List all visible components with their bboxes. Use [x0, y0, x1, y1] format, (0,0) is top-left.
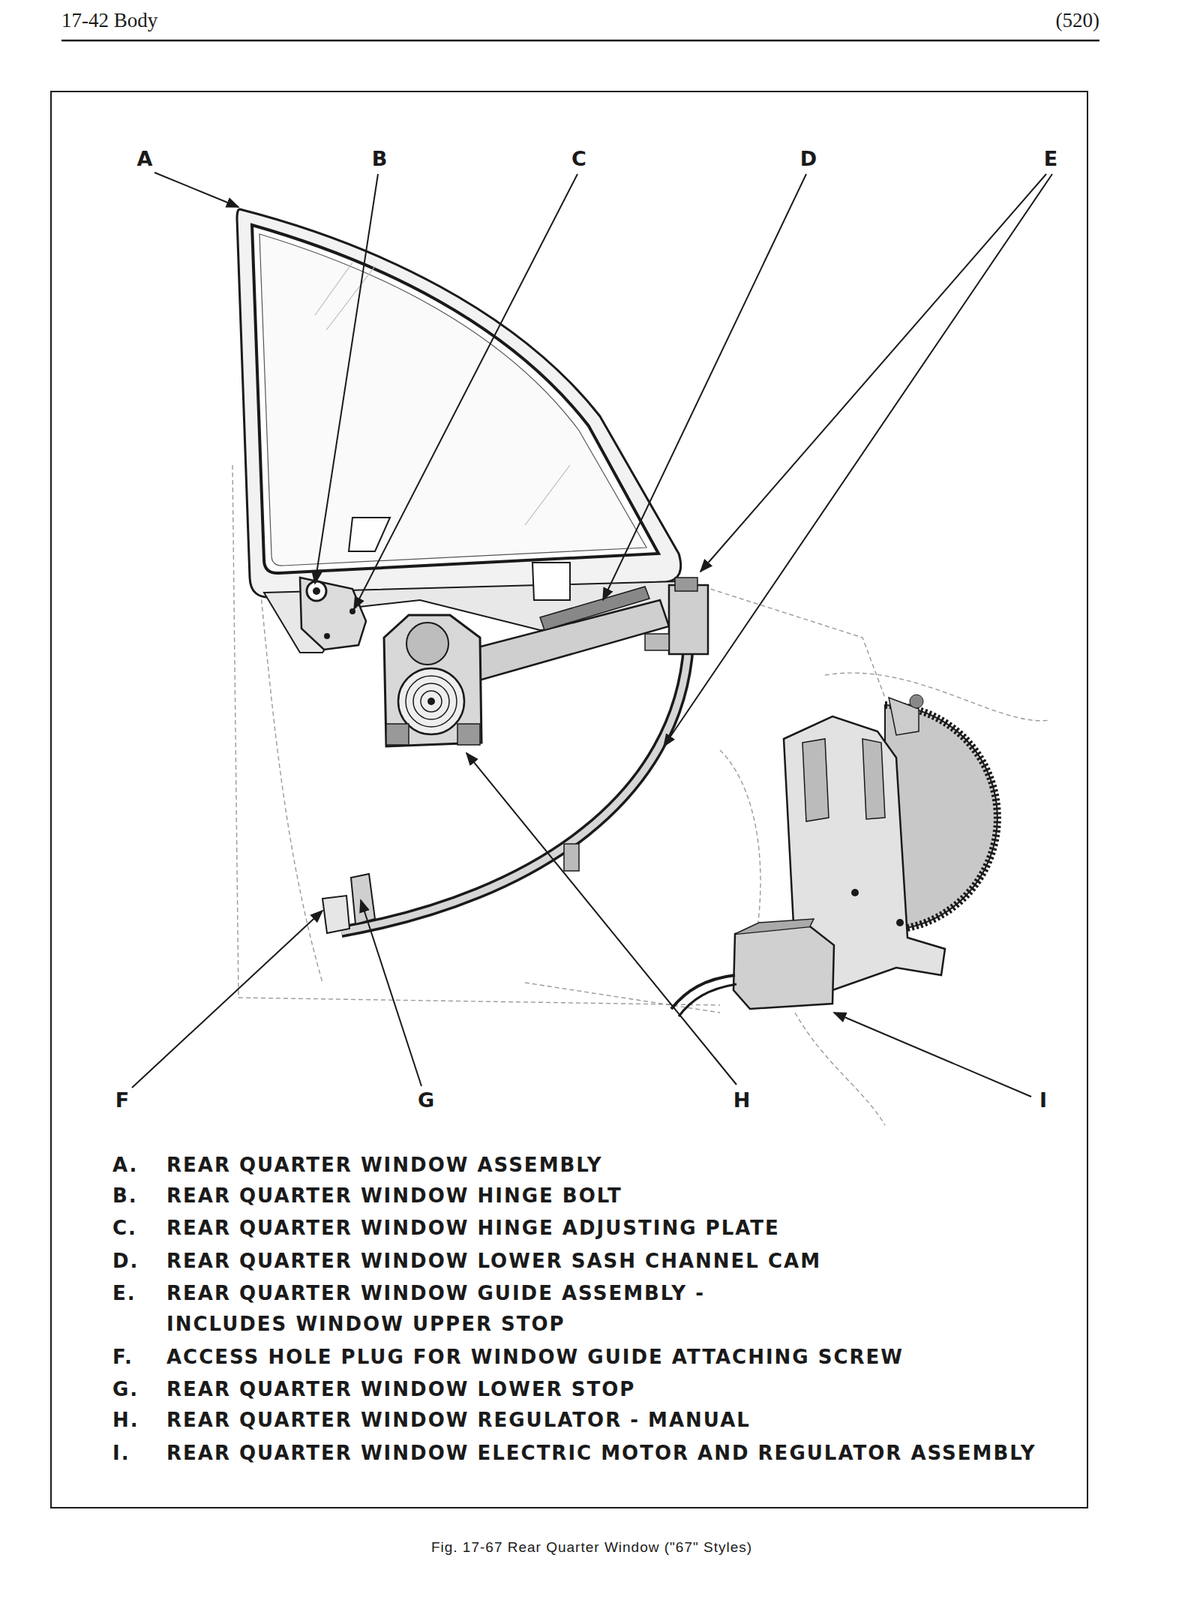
electric-regulator	[671, 694, 998, 1017]
key-letter: I.	[112, 1437, 131, 1469]
window-assembly	[237, 209, 681, 653]
callout-letter: B	[372, 147, 388, 171]
callout-letter: A	[137, 147, 153, 171]
key-letter: F.	[112, 1341, 134, 1373]
key-text: REAR QUARTER WINDOW ASSEMBLY	[166, 1149, 603, 1181]
callout-letter: H	[733, 1088, 751, 1112]
key-text: REAR QUARTER WINDOW HINGE BOLT	[166, 1180, 623, 1212]
callout-letter: E	[1044, 147, 1058, 171]
figure-frame	[51, 91, 1088, 1508]
figure-caption: Fig. 17-67 Rear Quarter Window ("67" Sty…	[431, 1539, 753, 1556]
key-text: REAR QUARTER WINDOW REGULATOR - MANUAL	[166, 1404, 751, 1436]
callout-letter: G	[417, 1088, 435, 1112]
window-guide	[322, 577, 708, 933]
key-text: REAR QUARTER WINDOW HINGE ADJUSTING PLAT…	[166, 1212, 780, 1244]
page-header: 17-42 Body	[61, 9, 158, 33]
key-letter: C.	[112, 1212, 138, 1244]
key-letter: D.	[112, 1245, 139, 1277]
leader-lines	[132, 172, 1053, 1097]
callout-letter: D	[800, 147, 817, 171]
header-rule	[61, 39, 1100, 42]
manual-regulator	[384, 586, 669, 747]
key-letter: H.	[112, 1404, 140, 1436]
key-text: REAR QUARTER WINDOW LOWER SASH CHANNEL C…	[166, 1245, 822, 1277]
callout-letter: I	[1039, 1088, 1047, 1112]
callout-letter: F	[115, 1088, 129, 1112]
key-letter: B.	[112, 1180, 138, 1212]
key-text: REAR QUARTER WINDOW GUIDE ASSEMBLY - INC…	[166, 1278, 753, 1340]
page-number: (520)	[1056, 9, 1100, 33]
key-text: REAR QUARTER WINDOW ELECTRIC MOTOR AND R…	[166, 1437, 1037, 1469]
callout-letter: C	[571, 147, 587, 171]
key-text: ACCESS HOLE PLUG FOR WINDOW GUIDE ATTACH…	[166, 1341, 904, 1373]
key-letter: A.	[112, 1149, 138, 1181]
key-letter: E.	[112, 1278, 137, 1309]
key-text: REAR QUARTER WINDOW LOWER STOP	[166, 1374, 636, 1405]
key-letter: G.	[112, 1374, 139, 1405]
